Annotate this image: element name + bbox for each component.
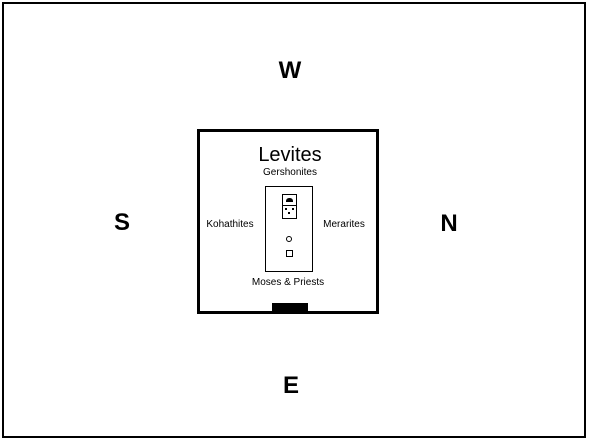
levites-title: Levites bbox=[258, 144, 322, 166]
direction-west: W bbox=[278, 57, 302, 84]
direction-north: N bbox=[440, 210, 458, 237]
incense-altar-icon bbox=[288, 212, 290, 214]
sanctuary-tent bbox=[282, 194, 297, 219]
kohathites-label: Kohathites bbox=[206, 219, 254, 230]
table-icon bbox=[292, 208, 294, 210]
lampstand-icon bbox=[285, 208, 287, 210]
camp-entrance-gate bbox=[272, 303, 308, 314]
merarites-label: Merarites bbox=[323, 219, 365, 230]
altar-icon bbox=[286, 250, 293, 257]
direction-east: E bbox=[282, 372, 299, 399]
gershonites-label: Gershonites bbox=[263, 167, 317, 178]
ark-icon bbox=[286, 198, 293, 202]
laver-icon bbox=[286, 236, 292, 242]
direction-south: S bbox=[113, 209, 130, 236]
moses-priests-label: Moses & Priests bbox=[251, 277, 325, 288]
veil-line bbox=[283, 205, 296, 206]
